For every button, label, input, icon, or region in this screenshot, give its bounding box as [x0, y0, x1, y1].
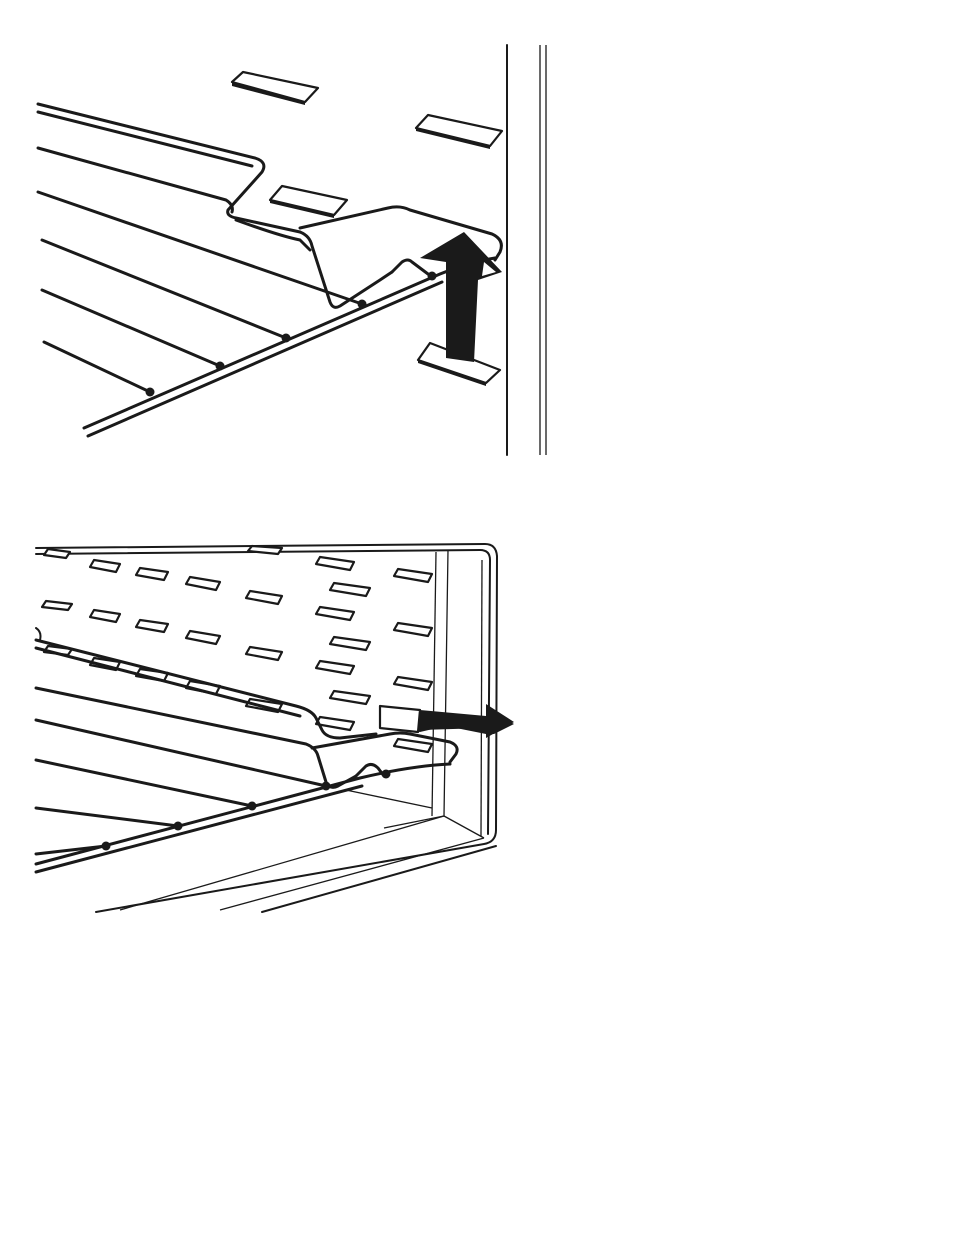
rack-support-slot	[246, 647, 282, 660]
rack-support-slot	[136, 568, 168, 580]
wire-joint	[428, 272, 437, 281]
rack-support-slot	[330, 637, 370, 650]
rack-support-slot	[186, 631, 220, 644]
rack-support-slot	[44, 549, 70, 558]
rack-pull-out-svg	[0, 520, 954, 930]
wire-joint	[282, 334, 291, 343]
arrow-up-icon	[420, 232, 502, 362]
wire-joint	[146, 388, 155, 397]
rack-lift-illustration	[0, 0, 954, 470]
rack-support-slot	[316, 607, 354, 620]
rack-support-slot	[394, 677, 432, 690]
rack-support-slot	[416, 115, 502, 149]
wire-joint	[382, 770, 391, 779]
rack-support-slot	[246, 591, 282, 604]
rack-support-slot	[90, 610, 120, 622]
wire-joint	[216, 362, 225, 371]
oven-rack	[36, 628, 457, 872]
rack-support-slot	[394, 569, 432, 582]
rack-support-slot	[330, 583, 370, 596]
oven-rack	[38, 104, 501, 436]
rack-support-slot	[270, 186, 347, 218]
rack-support-slot	[330, 691, 370, 704]
wire-joint	[174, 822, 183, 831]
rack-support-slot	[186, 577, 220, 590]
rack-support-slot	[316, 661, 354, 674]
rack-lift-svg	[0, 0, 954, 470]
rack-pull-out-illustration	[0, 520, 954, 930]
rack-support-slot	[394, 739, 432, 752]
wire-joint	[248, 802, 257, 811]
rack-support-slot	[42, 601, 72, 610]
wire-joint	[102, 842, 111, 851]
rack-support-slot	[90, 560, 120, 572]
rack-support-slots	[42, 546, 432, 752]
rack-support-slot	[394, 623, 432, 636]
rack-support-slot	[232, 72, 318, 105]
wire-joint	[322, 782, 331, 791]
wire-joint	[358, 300, 367, 309]
rack-support-slot	[316, 557, 354, 570]
rack-support-slot	[136, 620, 168, 632]
